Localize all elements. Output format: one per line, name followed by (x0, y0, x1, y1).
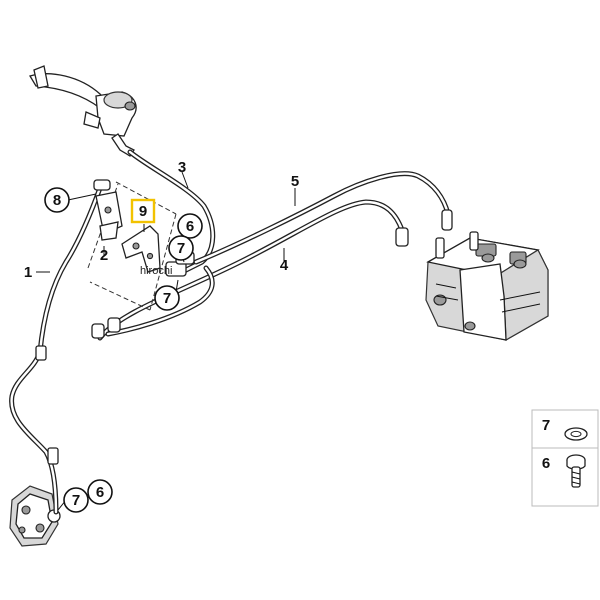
brake-hose-1 (9, 179, 111, 515)
label-5[interactable]: 5 (291, 173, 299, 190)
bracket-group (87, 181, 195, 311)
brake-caliper (9, 485, 61, 547)
abs-unit (425, 231, 549, 342)
callout-6-lower-label: 6 (96, 484, 104, 501)
callout-6-upper-label: 6 (186, 218, 194, 235)
callout-7-upper-label: 7 (177, 240, 185, 257)
callout-8-label: 8 (53, 192, 61, 209)
brake-line-3 (127, 149, 216, 273)
leader-lines (36, 171, 296, 511)
label-4[interactable]: 4 (280, 257, 289, 274)
callout-9-label: 9 (139, 203, 147, 220)
label-1[interactable]: 1 (24, 264, 32, 281)
parts-legend: 7 6 (531, 409, 599, 507)
callout-7-middle[interactable]: 7 (154, 285, 180, 311)
callout-6-upper[interactable]: 6 (177, 213, 203, 239)
label-2[interactable]: 2 (100, 247, 108, 264)
callout-9-highlighted[interactable]: 9 (130, 198, 156, 224)
callout-6-lower[interactable]: 6 (87, 479, 113, 505)
watermark-text: hirochi (140, 265, 172, 277)
callout-7-lower[interactable]: 7 (63, 487, 89, 513)
brake-line-4 (97, 199, 409, 341)
callout-7-middle-label: 7 (163, 290, 171, 307)
callout-7-lower-label: 7 (72, 492, 80, 509)
callout-7-upper[interactable]: 7 (168, 235, 194, 261)
bolt-icon (566, 454, 586, 488)
callout-8[interactable]: 8 (44, 187, 70, 213)
label-3[interactable]: 3 (178, 159, 186, 176)
brake-line-lower (91, 265, 215, 339)
legend-7-number[interactable]: 7 (542, 417, 550, 434)
legend-6-number[interactable]: 6 (542, 455, 550, 472)
brake-line-5 (193, 171, 453, 265)
brake-lever-assembly (29, 65, 137, 157)
